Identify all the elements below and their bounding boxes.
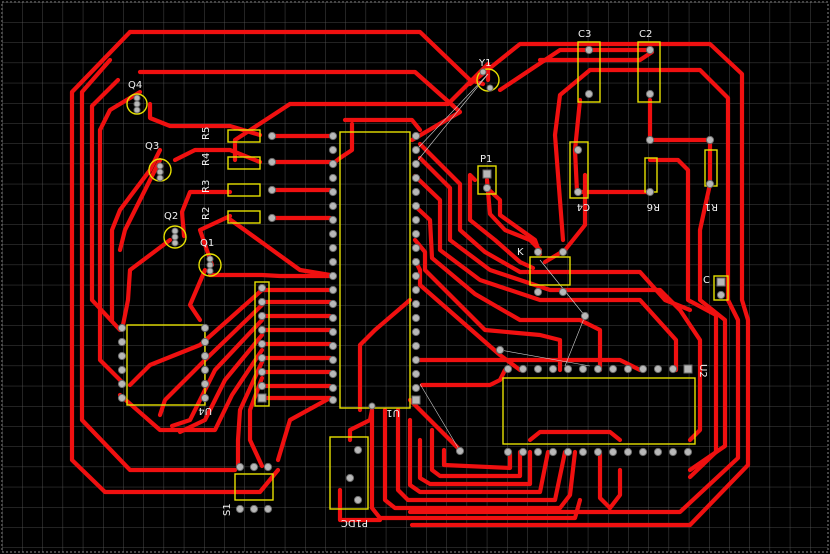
pads [117, 45, 726, 514]
component-labels: Q4 Q3 Q2 Q1 R5 R4 R3 R2 Y1 P1 C3 C2 C4 R… [128, 29, 718, 528]
label-r4: R4 [201, 153, 212, 166]
label-u4: U4 [198, 405, 212, 416]
label-q2: Q2 [164, 211, 178, 222]
label-r5: R5 [201, 127, 212, 140]
label-c3: C3 [578, 29, 591, 40]
label-q4: Q4 [128, 80, 142, 91]
label-u2: U2 [697, 364, 708, 378]
ratsnest-lines [417, 73, 591, 452]
label-r1: R1 [705, 201, 718, 212]
label-q3: Q3 [145, 141, 159, 152]
label-y1: Y1 [478, 58, 491, 69]
label-u1: U1 [386, 407, 400, 418]
label-p1: P1 [480, 154, 492, 165]
silkscreen [126, 41, 729, 510]
label-p1dc: P1DC [341, 517, 368, 528]
label-r2: R2 [201, 207, 212, 220]
label-c2: C2 [639, 29, 652, 40]
label-k: K [517, 247, 524, 258]
label-s1: S1 [222, 503, 233, 516]
copper-traces [69, 29, 751, 528]
label-c: C [703, 275, 710, 286]
label-q1: Q1 [200, 238, 214, 249]
label-r3: R3 [201, 180, 212, 193]
label-c4: C4 [577, 201, 590, 212]
label-r6: R6 [647, 201, 660, 212]
